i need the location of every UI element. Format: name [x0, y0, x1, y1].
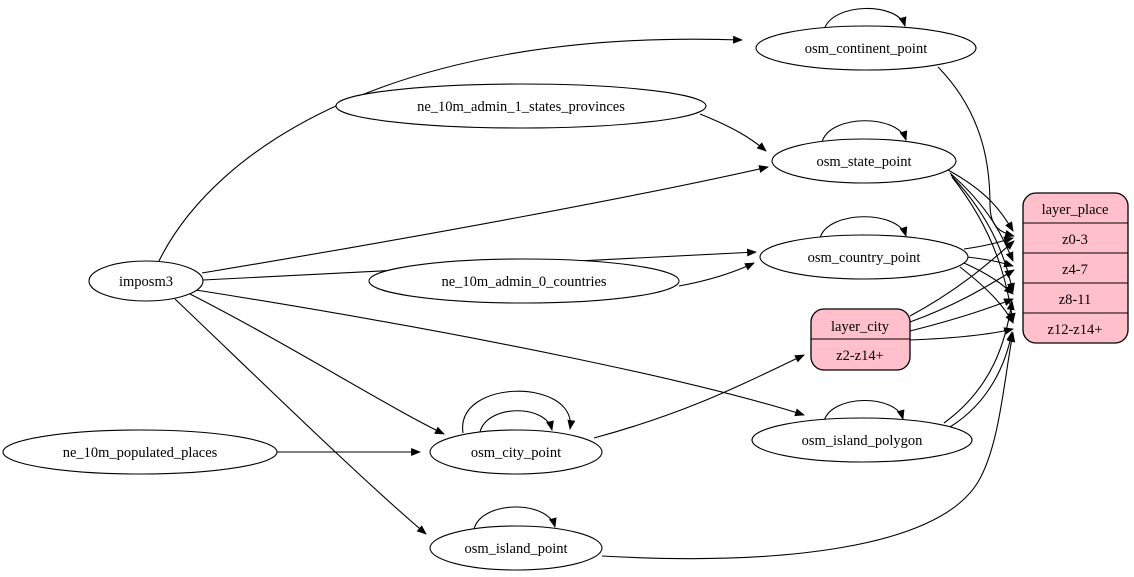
- node-layer-place-title: layer_place: [1042, 202, 1109, 218]
- layer-place-row-z12-z14: z12-z14+: [1048, 322, 1103, 338]
- edge-osm-island-point-to-z12-z14: [601, 332, 1016, 560]
- node-ne-10m-admin-0-countries: ne_10m_admin_0_countries: [368, 258, 680, 304]
- edge-imposm3-to-osm-island-polygon: [195, 289, 805, 417]
- self-loop-osm-state-point: [821, 120, 908, 143]
- edge-osm-country-point-to-z8-11: [963, 262, 1014, 295]
- edge-osm-state-point-to-z4-7: [949, 172, 1014, 262]
- layer-place-row-z4-7: z4-7: [1062, 262, 1088, 278]
- node-ne-10m-populated-places-shape: [2, 429, 278, 475]
- node-osm-state-point: osm_state_point: [771, 138, 957, 184]
- node-osm-state-point-label: osm_state_point: [816, 154, 911, 170]
- edge-osm-continent-point-to-z0-3: [937, 66, 1015, 238]
- edge-osm-state-point-to-z0-3: [947, 169, 1014, 232]
- node-layer-city-title: layer_city: [831, 319, 890, 335]
- edge-osm-country-point-to-z12-z14: [959, 266, 1014, 324]
- node-osm-continent-point-label: osm_continent_point: [805, 41, 927, 57]
- edge-layer-city-to-z4-7: [909, 269, 1015, 323]
- node-osm-city-point-label: osm_city_point: [471, 445, 561, 461]
- node-imposm3: imposm3: [88, 260, 204, 302]
- node-imposm3-shape: [88, 260, 204, 302]
- node-osm-city-point-shape: [429, 429, 603, 475]
- layer-city-row-z2-z14: z2-z14+: [836, 348, 884, 364]
- node-osm-island-polygon-label: osm_island_polygon: [802, 433, 924, 449]
- node-osm-country-point-shape: [759, 234, 969, 280]
- edge-imposm3-to-osm-continent-point: [157, 35, 743, 264]
- node-osm-island-polygon-shape: [751, 417, 973, 463]
- edge-imposm3-to-osm-state-point: [201, 165, 769, 274]
- node-ne-10m-admin-0-shape: [368, 258, 680, 304]
- node-osm-island-polygon: osm_island_polygon: [751, 417, 973, 463]
- node-osm-continent-point-shape: [755, 25, 977, 71]
- node-osm-island-point-label: osm_island_point: [464, 541, 567, 557]
- layer-place-row-z0-3: z0-3: [1062, 232, 1088, 248]
- edge-layer-city-to-z0-3: [909, 240, 1015, 317]
- edge-ne-10m-admin-0-to-osm-country-point: [678, 262, 755, 287]
- edge-osm-island-polygon-to-z8-11: [943, 300, 1015, 424]
- node-osm-country-point: osm_country_point: [759, 234, 969, 280]
- node-osm-country-point-label: osm_country_point: [808, 250, 921, 266]
- edge-ne-10m-admin-1-to-osm-state-point: [699, 113, 767, 152]
- node-layer-place-box: [1022, 192, 1129, 344]
- edge-imposm3-to-osm-city-point: [189, 293, 445, 435]
- self-loop-osm-country-point: [819, 216, 908, 239]
- node-layer-place: layer_place z0-3 z4-7 z8-11 z12-z14+: [1022, 192, 1129, 344]
- self-loop-osm-continent-point: [823, 7, 907, 31]
- layer-place-row-z8-11: z8-11: [1059, 292, 1091, 308]
- node-ne-10m-admin-1-states-provinces: ne_10m_admin_1_states_provinces: [335, 83, 707, 129]
- self-loop-osm-island-point: [473, 506, 557, 530]
- nodes-layer: imposm3 ne_10m_admin_1_states_provinces …: [2, 25, 1129, 571]
- node-osm-island-point-shape: [429, 525, 603, 571]
- self-loop-osm-island-polygon: [823, 400, 905, 422]
- self-loop-outer-osm-city-point: [462, 390, 576, 434]
- edge-layer-city-to-z8-11: [909, 298, 1014, 332]
- edge-osm-island-polygon-to-z12-z14: [949, 331, 1015, 428]
- self-loop-inner-osm-city-point: [479, 410, 554, 433]
- node-osm-continent-point: osm_continent_point: [755, 25, 977, 71]
- node-imposm3-label: imposm3: [119, 274, 173, 290]
- node-osm-island-point: osm_island_point: [429, 525, 603, 571]
- node-ne-10m-populated-places-label: ne_10m_populated_places: [63, 445, 218, 461]
- node-osm-city-point: osm_city_point: [429, 429, 603, 475]
- node-ne-10m-admin-0-label: ne_10m_admin_0_countries: [441, 274, 606, 290]
- edge-osm-city-point-to-layer-city-z2-z14: [593, 354, 805, 439]
- node-layer-city: layer_city z2-z14+: [810, 308, 911, 371]
- edge-osm-state-point-to-z8-11: [950, 174, 1015, 293]
- edge-layer-city-to-z12-z14: [909, 327, 1014, 341]
- edges-layer: [157, 7, 1016, 560]
- edge-osm-country-point-to-z4-7: [966, 256, 1014, 268]
- edge-imposm3-to-osm-island-point: [174, 298, 427, 535]
- node-ne-10m-populated-places: ne_10m_populated_places: [2, 429, 278, 475]
- node-osm-state-point-shape: [771, 138, 957, 184]
- edge-osm-country-point-to-z0-3: [963, 236, 1014, 250]
- node-ne-10m-admin-1-shape: [335, 83, 707, 129]
- node-ne-10m-admin-1-label: ne_10m_admin_1_states_provinces: [417, 99, 625, 115]
